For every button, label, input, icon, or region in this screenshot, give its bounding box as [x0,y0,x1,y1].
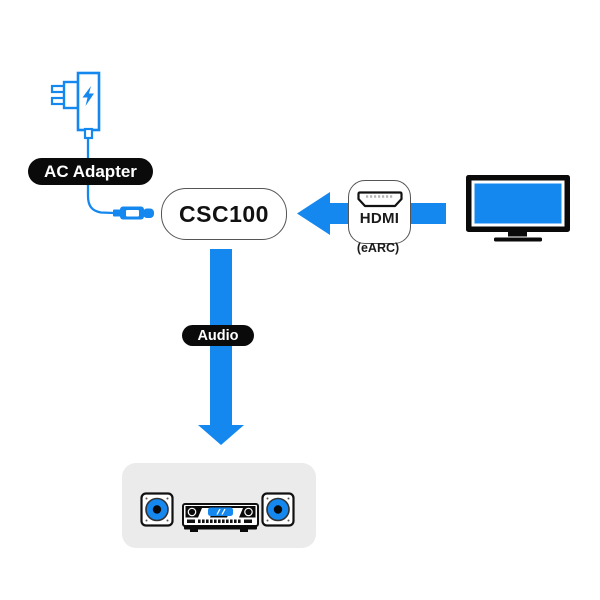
speaker-screw [145,519,148,522]
receiver-button [230,519,233,523]
speaker-screw [287,497,290,500]
receiver-foot [240,529,248,532]
tv-screen [474,183,562,224]
hdmi-label: HDMI [359,210,400,227]
tv-icon [466,175,570,242]
ac-adapter-label: AC Adapter [28,158,153,185]
speaker-screw [166,497,169,500]
cable-line [86,137,115,215]
receiver-button [222,519,225,523]
hdmi-connector-outline [356,191,403,208]
speaker-screw [145,497,148,500]
receiver-display-slashes [216,508,226,515]
speaker-screw [166,519,169,522]
csc100-label: CSC100 [179,200,269,227]
speaker-screw [266,497,269,500]
receiver-base [184,525,257,530]
csc100-box: CSC100 [161,188,287,240]
audio-arrow-head [198,425,244,445]
receiver-button [226,519,229,523]
earc-label: (eARC) [356,241,400,255]
hdmi-arrow-head [297,192,330,235]
receiver-button [198,519,201,523]
plug-block [62,80,80,110]
speaker-screw [266,519,269,522]
tv-neck [508,232,527,237]
receiver-button [202,519,205,523]
speaker-dustcap [152,505,162,514]
receiver-button [234,519,237,523]
lightning-bolt-icon [82,86,94,106]
receiver-button [210,519,213,523]
dc-plug-tip [143,208,154,218]
speaker-left-icon [140,492,174,527]
receiver-knob-left-cap [188,508,196,516]
receiver-button-block [187,519,195,523]
receiver-foot [190,529,198,532]
plug-collar [113,209,122,217]
speaker-screw [287,519,290,522]
tv-stand [494,237,542,242]
audio-label: Audio [182,325,254,346]
power-cable [86,137,154,220]
receiver-button [206,519,209,523]
receiver-icon [182,503,259,532]
hdmi-badge: HDMI [348,180,411,244]
hdmi-connector-icon [356,191,403,208]
receiver-knob-right-cap [245,508,252,516]
speaker-dustcap [273,505,283,514]
receiver-button [218,519,221,523]
audio-arrow [198,249,244,445]
speaker-right-icon [261,492,295,527]
dc-plug-inner [126,210,139,217]
receiver-button-block [244,519,252,523]
ac-adapter-icon [50,71,101,140]
receiver-display [208,507,233,516]
receiver-button [214,519,217,523]
receiver-button [238,519,241,523]
